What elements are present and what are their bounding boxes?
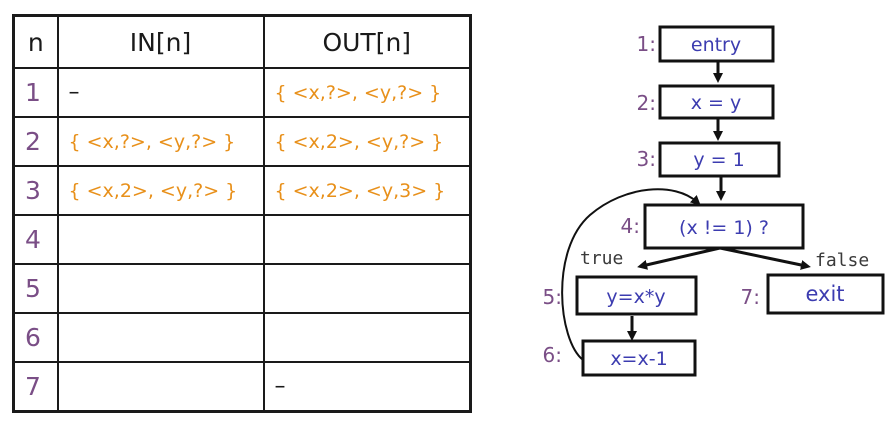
node-7-box — [766, 273, 885, 315]
table-row: 3{ <x,2>, <y,?> }{ <x,2>, <y,3> } — [12, 165, 472, 216]
row-number-cell: 3 — [12, 165, 59, 216]
node-6-label: 6: — [543, 343, 562, 367]
node-3-text: y = 1 — [693, 149, 744, 171]
in-set-cell — [56, 361, 265, 413]
node-6-text: x=x-1 — [610, 348, 667, 370]
table-header-row: n IN[n] OUT[n] — [12, 14, 472, 69]
table-row: 5 — [12, 263, 472, 314]
out-set-cell — [262, 263, 472, 314]
table-row: 7– — [12, 361, 472, 413]
edge-4-7-false — [719, 246, 811, 270]
node-3-label: 3: — [637, 147, 656, 171]
edge-label-false: false — [815, 250, 869, 271]
in-set-cell: { <x,2>, <y,?> } — [56, 165, 265, 216]
node-5-box — [575, 275, 698, 316]
row-number-cell: 7 — [12, 361, 59, 413]
edge-4-5-true — [637, 246, 721, 270]
node-1-text: entry — [691, 34, 741, 56]
node-2-text: x = y — [691, 92, 742, 114]
row-number-cell: 4 — [12, 214, 59, 265]
in-set-cell: { <x,?>, <y,?> } — [56, 116, 265, 167]
node-3-box — [658, 141, 781, 178]
cfg-edges — [561, 62, 811, 361]
cfg-node-texts: entry x = y y = 1 (x != 1) ? y=x*y x=x-1… — [606, 34, 844, 370]
node-5-text: y=x*y — [606, 286, 665, 308]
node-4-text: (x != 1) ? — [679, 217, 769, 239]
edge-6-4-backedge — [561, 188, 701, 361]
row-number-cell: 2 — [12, 116, 59, 167]
cfg-node-labels: 1: 2: 3: 4: 5: 6: 7: — [543, 32, 760, 367]
header-n: n — [12, 14, 59, 69]
out-set-cell: { <x,?>, <y,?> } — [262, 67, 472, 118]
table-row: 4 — [12, 214, 472, 265]
table-row: 1–{ <x,?>, <y,?> } — [12, 67, 472, 118]
row-number-cell: 5 — [12, 263, 59, 314]
in-set-cell: – — [56, 67, 265, 118]
node-7-label: 7: — [741, 285, 760, 309]
node-5-label: 5: — [543, 285, 562, 309]
dataflow-table: n IN[n] OUT[n] 1–{ <x,?>, <y,?> }2{ <x,?… — [12, 14, 472, 413]
dataflow-table-container: n IN[n] OUT[n] 1–{ <x,?>, <y,?> }2{ <x,?… — [12, 14, 472, 413]
table-row: 2{ <x,?>, <y,?> }{ <x,2>, <y,?> } — [12, 116, 472, 167]
node-7-text: exit — [805, 282, 844, 306]
node-6-box — [581, 339, 697, 377]
node-2-label: 2: — [637, 91, 656, 115]
node-4-box — [643, 203, 805, 250]
out-set-cell — [262, 312, 472, 363]
cfg-node-boxes — [575, 25, 885, 377]
node-2-box — [658, 84, 775, 120]
node-1-box — [658, 25, 775, 63]
out-set-cell: – — [262, 361, 472, 413]
header-in: IN[n] — [56, 14, 265, 69]
out-set-cell: { <x,2>, <y,?> } — [262, 116, 472, 167]
node-4-label: 4: — [621, 214, 640, 238]
out-set-cell — [262, 214, 472, 265]
node-1-label: 1: — [637, 32, 656, 56]
in-set-cell — [56, 263, 265, 314]
row-number-cell: 6 — [12, 312, 59, 363]
out-set-cell: { <x,2>, <y,3> } — [262, 165, 472, 216]
in-set-cell — [56, 312, 265, 363]
edge-label-true: true — [580, 248, 623, 269]
header-out: OUT[n] — [262, 14, 472, 69]
table-row: 6 — [12, 312, 472, 363]
row-number-cell: 1 — [12, 67, 59, 118]
in-set-cell — [56, 214, 265, 265]
